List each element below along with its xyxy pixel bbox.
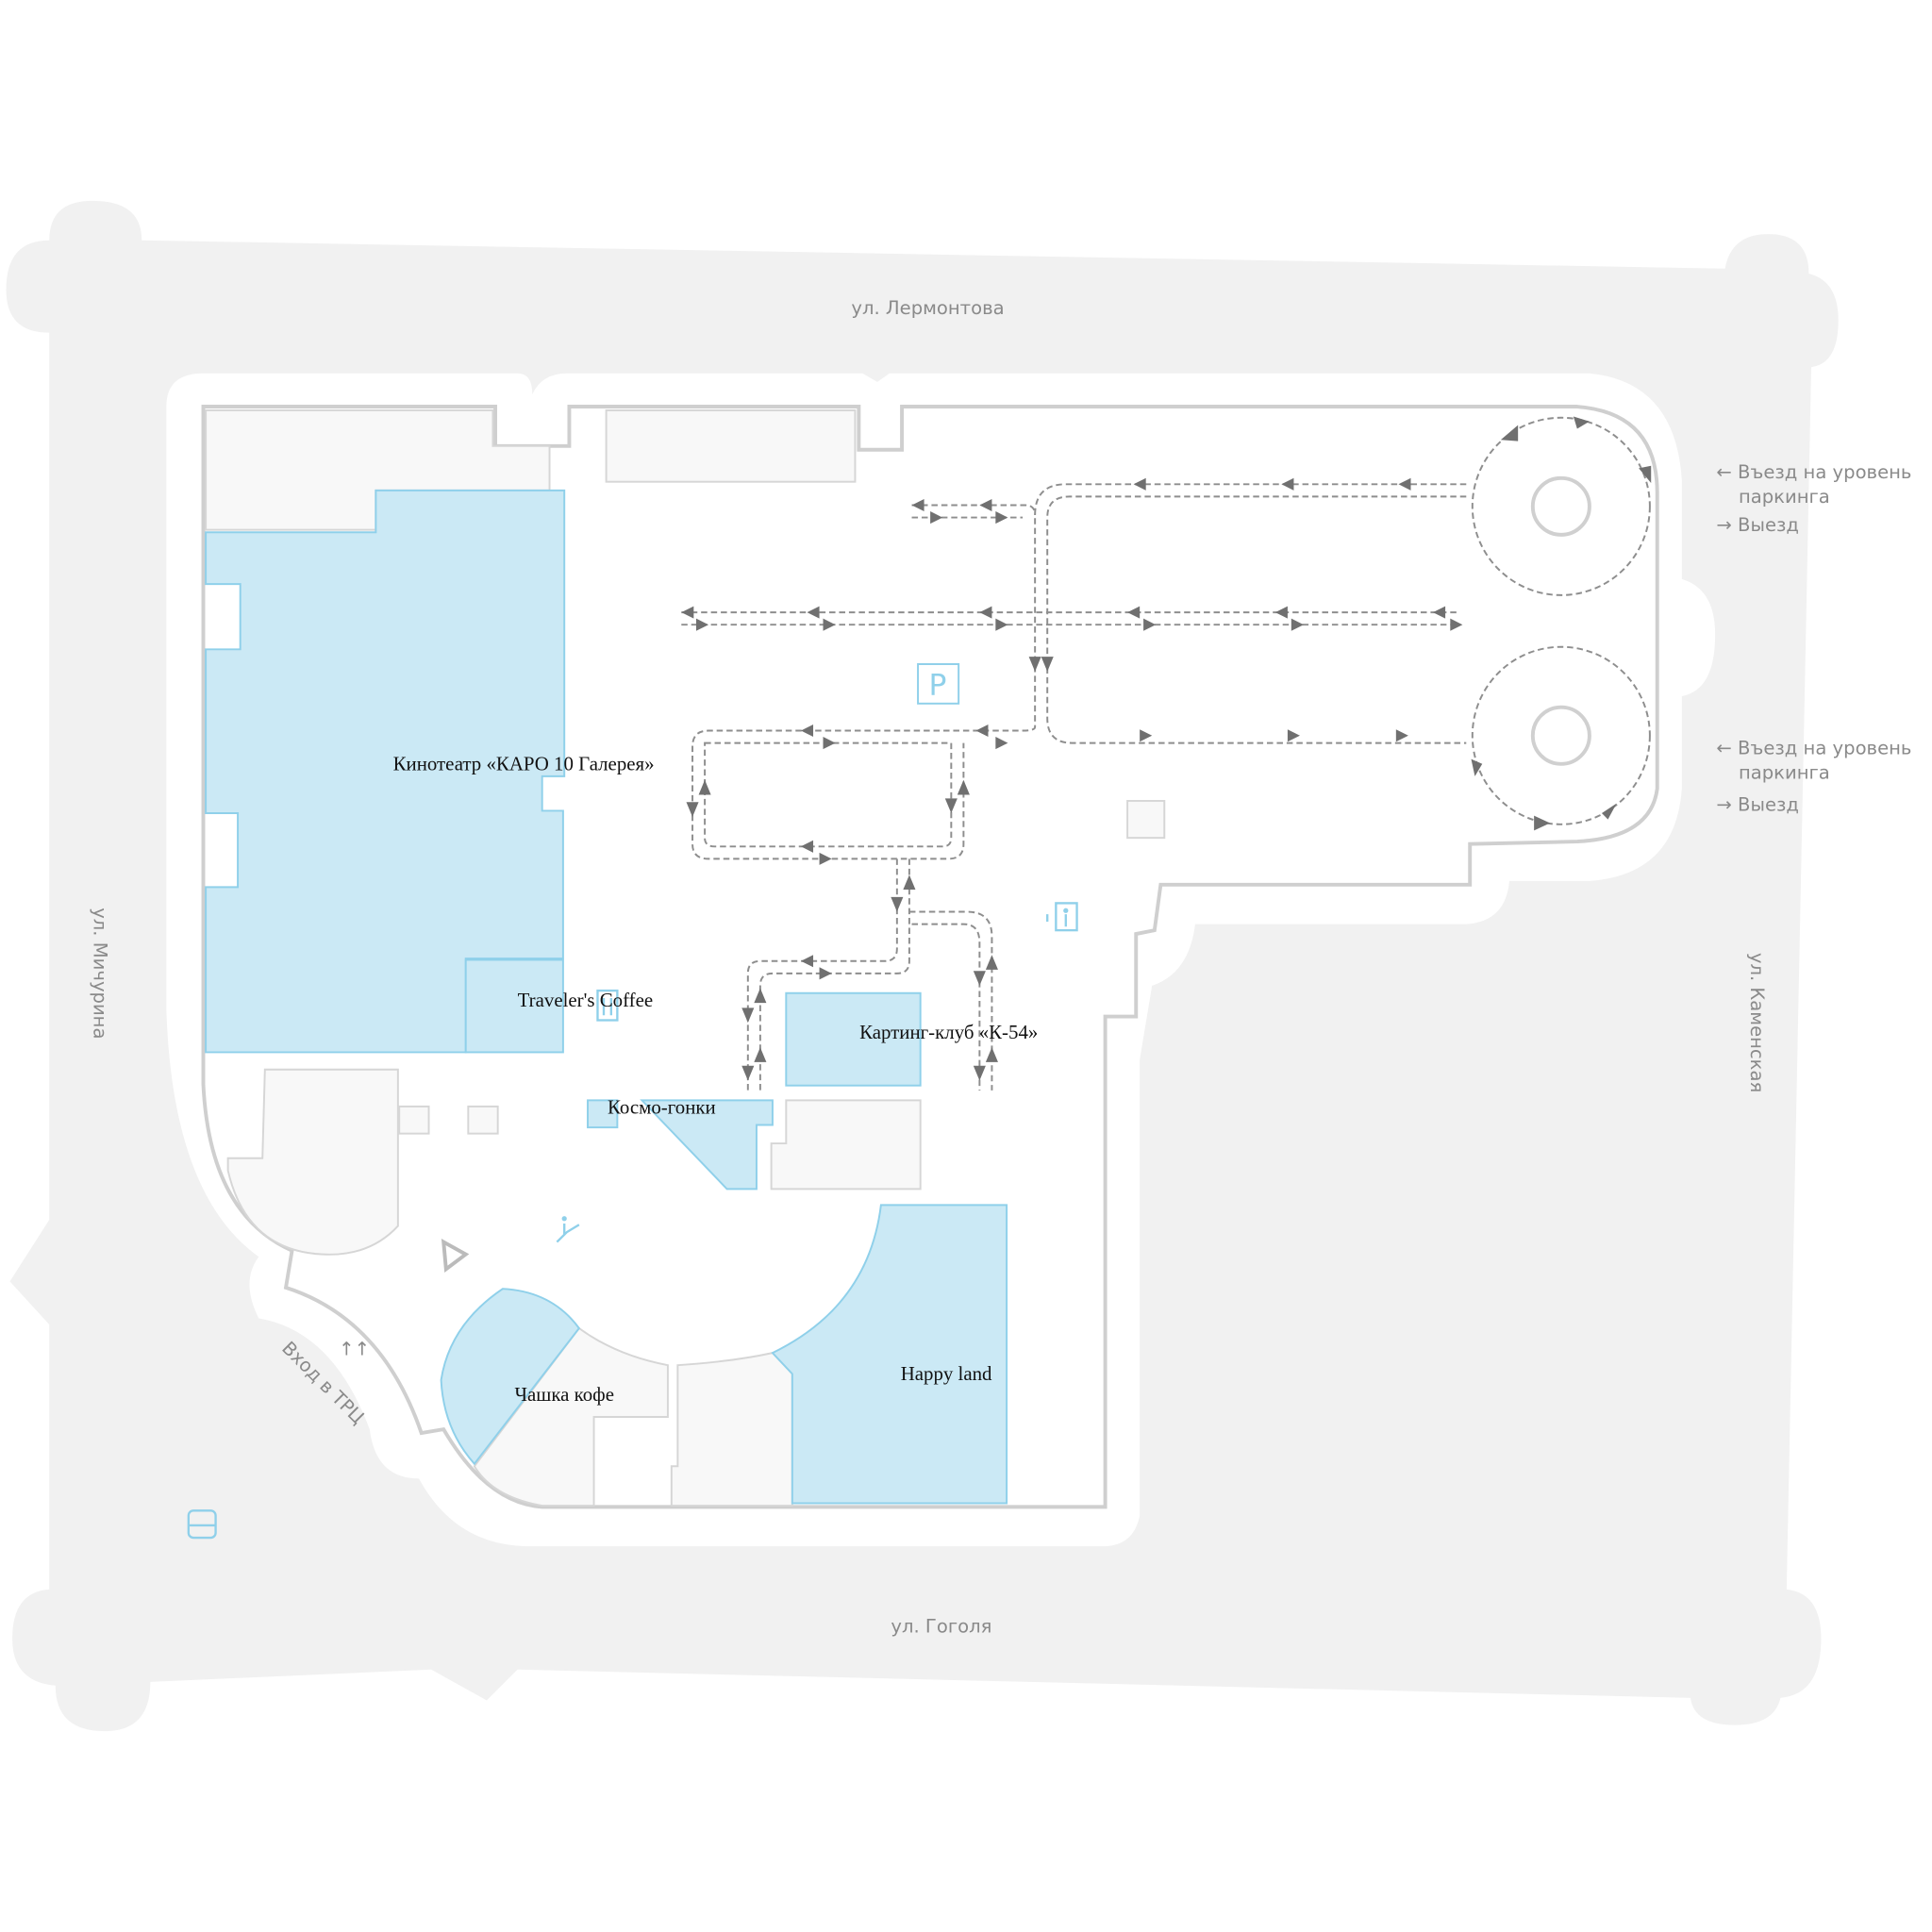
svg-text:← Въезд на уровень: ← Въезд на уровень — [1716, 461, 1911, 483]
street-east: ул. Каменская — [1746, 953, 1768, 1092]
label-kosmo: Космо-гонки — [608, 1096, 716, 1119]
store-travelers-coffee[interactable] — [464, 958, 564, 1054]
restroom-icon — [596, 989, 619, 1022]
svg-text:← Въезд на уровень: ← Въезд на уровень — [1716, 737, 1911, 758]
label-karting: Картинг-клуб «К-54» — [859, 1021, 1038, 1043]
fountain-icon — [441, 1239, 470, 1273]
street-north: ул. Лермонтова — [851, 297, 1004, 319]
elevator-icon — [1046, 902, 1078, 932]
parking-legend-top: ← Въезд на уровень паркинга → Выезд — [1716, 461, 1911, 536]
store-cup-coffee[interactable] — [440, 1288, 581, 1466]
store-karting[interactable] — [785, 991, 922, 1087]
svg-text:P: P — [929, 669, 947, 703]
bus-stop-icon — [187, 1509, 217, 1540]
svg-text:→ Выезд: → Выезд — [1716, 514, 1799, 536]
parking-sign: P — [917, 663, 960, 705]
street-west: ул. Мичурина — [89, 908, 110, 1039]
svg-text:→ Выезд: → Выезд — [1716, 793, 1799, 815]
label-happyland: Happy land — [901, 1362, 992, 1385]
label-cup-coffee: Чашка кофе — [514, 1383, 614, 1406]
label-travelers-coffee: Traveler's Coffee — [518, 989, 653, 1011]
gray-units — [205, 408, 1166, 1507]
store-happyland[interactable] — [771, 1204, 1008, 1505]
parking-legend-bottom: ← Въезд на уровень паркинга → Выезд — [1716, 737, 1911, 815]
store-kosmo[interactable] — [640, 1099, 774, 1191]
svg-text:паркинга: паркинга — [1739, 761, 1830, 783]
parking-ramps — [1471, 416, 1651, 825]
parking-lanes — [681, 416, 1652, 1091]
street-south: ул. Гоголя — [891, 1616, 991, 1638]
label-cinema: Кинотеатр «КАРО 10 Галерея» — [393, 752, 655, 774]
store-kosmo-part[interactable] — [587, 1099, 619, 1129]
entrance-arrows-icon: ↑↑ — [339, 1339, 370, 1360]
svg-text:паркинга: паркинга — [1739, 486, 1830, 508]
escalator-icon — [556, 1216, 580, 1243]
